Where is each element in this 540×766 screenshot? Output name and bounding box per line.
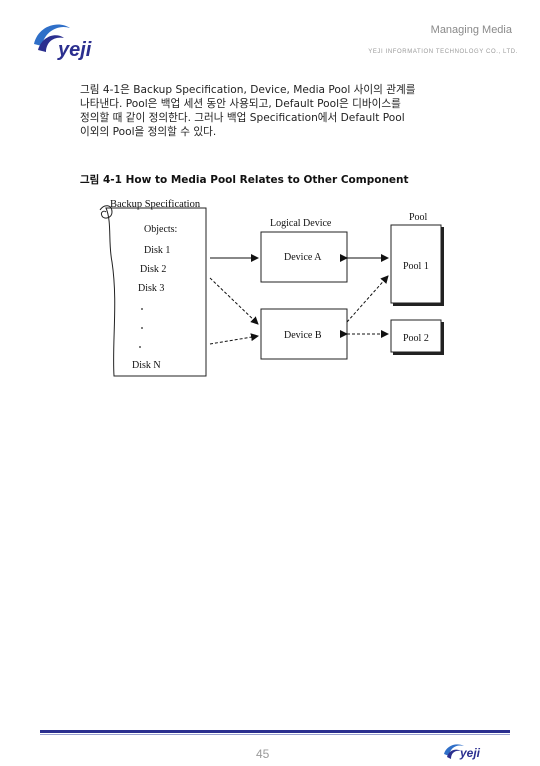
logical-device-label: Logical Device <box>270 218 332 229</box>
header-title: Managing Media <box>430 24 512 36</box>
backup-specification-scroll: Backup Specification Objects: Disk 1 Dis… <box>99 199 207 377</box>
body-line: 나타낸다. Pool은 백업 세션 동안 사용되고, Default Pool은… <box>80 98 401 110</box>
objects-label: Objects: <box>144 224 177 235</box>
pool-label: Pool <box>409 212 428 223</box>
footer-rule <box>40 730 510 733</box>
body-paragraph: 그림 4-1은 Backup Specification, Device, Me… <box>80 83 462 139</box>
svg-text:yeji: yeji <box>459 746 481 760</box>
pool-2-box: Pool 2 <box>390 319 444 355</box>
device-a-label: Device A <box>284 252 322 263</box>
page-number: 45 <box>256 747 270 761</box>
pool-2-label: Pool 2 <box>403 333 429 344</box>
object-item: Disk 3 <box>138 283 164 294</box>
footer-logo: yeji <box>444 744 481 760</box>
company-name: YEJI INFORMATION TECHNOLOGY CO., LTD. <box>368 49 518 55</box>
scroll-title: Backup Specification <box>110 199 201 210</box>
device-b-label: Device B <box>284 330 322 341</box>
relation-arrows <box>209 254 389 345</box>
pool-1-box: Pool 1 <box>390 224 444 306</box>
company-logo: yeji <box>34 24 92 61</box>
object-item: Disk N <box>132 360 161 371</box>
object-item: Disk 2 <box>140 264 166 275</box>
media-pool-diagram: Backup Specification Objects: Disk 1 Dis… <box>99 199 444 377</box>
body-line: 정의할 때 같이 정의한다. 그러나 백업 Specification에서 De… <box>80 112 405 124</box>
footer-rule-light <box>40 734 510 735</box>
body-line: 그림 4-1은 Backup Specification, Device, Me… <box>80 84 416 96</box>
pool-1-label: Pool 1 <box>403 261 429 272</box>
object-item: Disk 1 <box>144 245 170 256</box>
body-line: 이외의 Pool을 정의할 수 있다. <box>80 126 217 138</box>
svg-text:yeji: yeji <box>57 39 92 61</box>
device-b-box: Device B <box>260 308 348 360</box>
device-a-box: Device A <box>260 231 348 283</box>
figure-caption: 그림 4-1 How to Media Pool Relates to Othe… <box>80 174 409 186</box>
